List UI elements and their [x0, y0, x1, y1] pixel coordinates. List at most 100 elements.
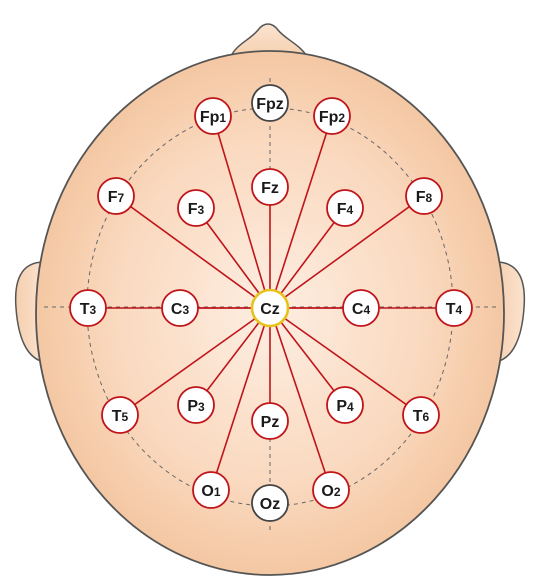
electrode-circle: [342, 289, 380, 327]
electrode-label: O1: [201, 483, 220, 500]
electrode-fp1: Fp1: [194, 97, 232, 135]
electrode-label-sub: 2: [338, 111, 345, 125]
electrode-label: Oz: [260, 496, 280, 513]
connection-cz-f3: [195, 207, 271, 309]
electrode-label-sub: 3: [90, 303, 97, 317]
connection-cz-f4: [269, 207, 346, 309]
electrode-circle: [435, 289, 473, 327]
electrode-cz: Cz: [250, 288, 290, 328]
electrode-label-sub: 4: [456, 303, 463, 317]
electrode-label: T4: [446, 301, 463, 318]
electrode-label-sub: 4: [363, 303, 370, 317]
connection-cz-p4: [269, 307, 346, 406]
electrode-o2: O2: [312, 471, 350, 509]
electrode-label-main: T: [112, 408, 122, 425]
electrode-fz: Fz: [251, 168, 289, 206]
electrode-label: C3: [171, 301, 190, 318]
electrode-circle: [313, 97, 351, 135]
electrode-label: F3: [188, 201, 205, 218]
electrode-label-sub: 3: [182, 303, 189, 317]
electrode-label-main: O: [201, 483, 213, 500]
electrode-circle: [69, 289, 107, 327]
electrode-fpz: Fpz: [251, 84, 289, 122]
electrode-label-main: P: [187, 398, 198, 415]
electrode-c3: C3: [161, 289, 199, 327]
electrode-label: P3: [187, 398, 205, 415]
electrode-circle: [250, 288, 290, 328]
electrode-label: O2: [321, 483, 340, 500]
electrode-label-main: F: [188, 201, 198, 218]
electrode-label-main: T: [80, 301, 90, 318]
electrode-label: Fp1: [200, 109, 227, 126]
connection-cz-fp2: [269, 115, 333, 309]
connection-cz-fp1: [212, 115, 271, 309]
electrode-label: F4: [337, 201, 354, 218]
electrode-circle: [251, 402, 289, 440]
electrode-label-main: Fp: [200, 109, 220, 126]
electrode-label: C4: [352, 301, 371, 318]
electrode-label-main: Fp: [319, 109, 339, 126]
electrode-f4: F4: [326, 189, 364, 227]
electrode-circle: [194, 97, 232, 135]
electrode-label-main: F: [337, 201, 347, 218]
connection-cz-t6: [269, 307, 422, 416]
electrode-circle: [161, 289, 199, 327]
electrode-fp2: Fp2: [313, 97, 351, 135]
electrode-circle: [177, 386, 215, 424]
connection-cz-o1: [210, 307, 271, 491]
electrode-circle: [326, 189, 364, 227]
electrode-label-main: F: [108, 189, 118, 206]
nose: [228, 23, 310, 59]
electrode-circle: [251, 484, 289, 522]
electrode-label-sub: 6: [423, 410, 430, 424]
electrode-label-sub: 4: [347, 400, 354, 414]
electrode-circle: [405, 177, 443, 215]
electrode-circle: [251, 168, 289, 206]
electrode-pz: Pz: [251, 402, 289, 440]
electrode-c4: C4: [342, 289, 380, 327]
electrode-label-main: C: [171, 301, 183, 318]
electrode-label-main: Fz: [261, 180, 279, 197]
electrode-label-main: Fpz: [256, 96, 284, 113]
electrode-label-sub: 5: [122, 410, 129, 424]
electrode-o1: O1: [192, 471, 230, 509]
electrode-circle: [312, 471, 350, 509]
electrode-label: F8: [416, 189, 433, 206]
electrode-p4: P4: [326, 386, 364, 424]
electrode-p3: P3: [177, 386, 215, 424]
electrode-label: P4: [336, 398, 354, 415]
electrode-label-main: Pz: [261, 414, 280, 431]
electrode-label-sub: 3: [198, 400, 205, 414]
electrode-circle: [97, 177, 135, 215]
electrode-label-main: O: [321, 483, 333, 500]
electrode-label-sub: 1: [214, 485, 221, 499]
electrode-t6: T6: [402, 396, 440, 434]
electrode-label: T6: [413, 408, 430, 425]
electrode-circle: [192, 471, 230, 509]
electrode-circle: [251, 84, 289, 122]
electrode-circle: [326, 386, 364, 424]
electrode-circle: [177, 189, 215, 227]
electrode-t4: T4: [435, 289, 473, 327]
electrode-t5: T5: [101, 396, 139, 434]
electrode-label: F7: [108, 189, 125, 206]
connection-cz-f8: [269, 195, 425, 309]
electrode-label: Fpz: [256, 96, 284, 113]
connection-cz-p3: [195, 307, 271, 406]
electrode-label: Fp2: [319, 109, 346, 126]
electrode-label: Pz: [261, 414, 280, 431]
electrode-label-sub: 8: [426, 191, 433, 205]
electrode-label: T3: [80, 301, 97, 318]
electrode-label: Fz: [261, 180, 279, 197]
electrode-circle: [101, 396, 139, 434]
electrode-label-sub: 4: [347, 203, 354, 217]
electrode-f3: F3: [177, 189, 215, 227]
electrode-label-main: T: [446, 301, 456, 318]
connection-cz-t5: [119, 307, 271, 416]
electrode-label-main: Cz: [260, 301, 280, 318]
electrode-label: Cz: [260, 301, 280, 318]
electrode-label-main: T: [413, 408, 423, 425]
electrode-f8: F8: [405, 177, 443, 215]
electrode-f7: F7: [97, 177, 135, 215]
electrode-label-sub: 1: [219, 111, 226, 125]
